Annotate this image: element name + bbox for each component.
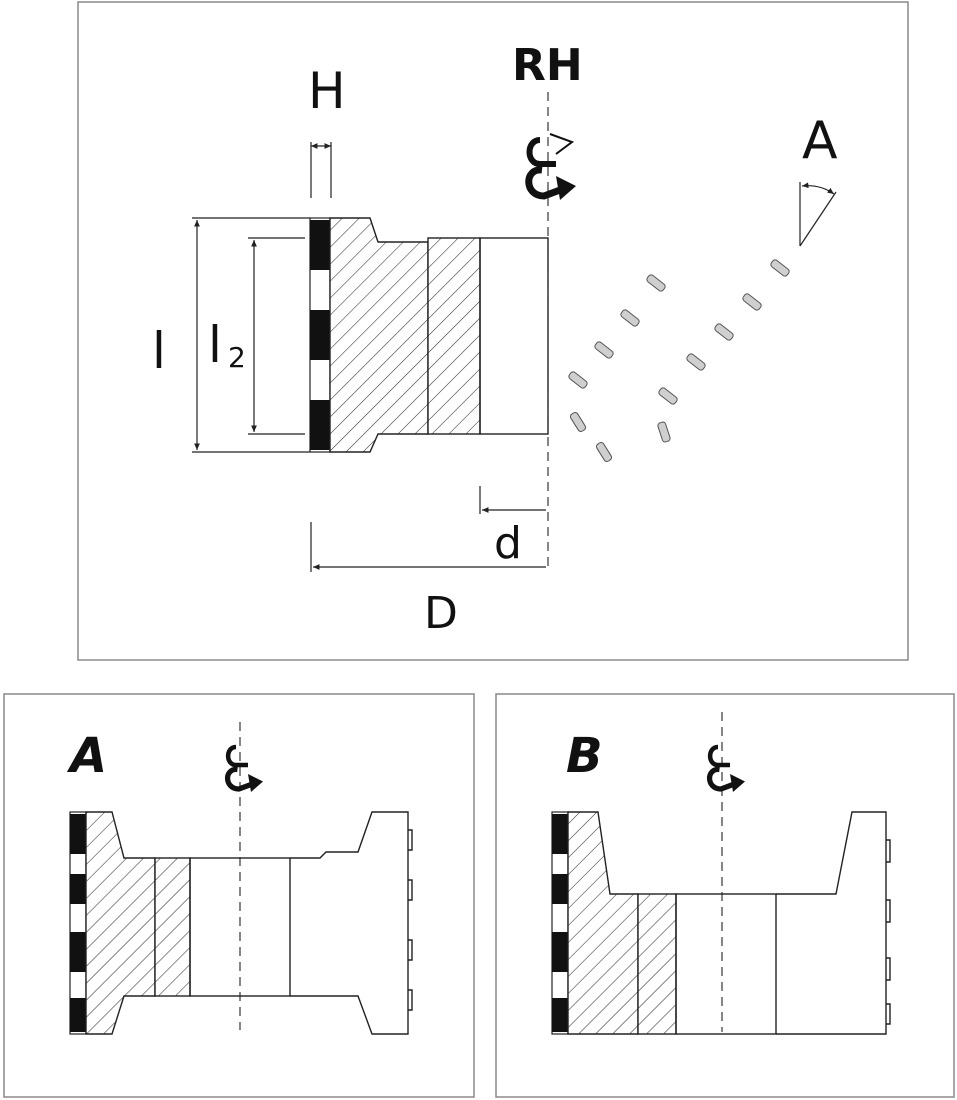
grain	[657, 421, 671, 443]
panel-a-wheel-hub	[154, 857, 191, 997]
grain	[742, 293, 762, 311]
rotation-arrow-icon	[525, 133, 576, 200]
abrasive-grains-left	[568, 274, 666, 462]
dimension-h	[310, 142, 332, 198]
dimension-d-outer	[310, 522, 546, 572]
abrasive-segment	[70, 814, 86, 854]
panel-a-bore	[189, 857, 291, 997]
dimension-d	[479, 486, 546, 514]
grain	[594, 341, 614, 359]
rotation-arrow-icon	[224, 744, 263, 792]
panel-b-flange	[776, 811, 887, 1035]
panel-b: B	[495, 693, 955, 1098]
grain	[620, 309, 640, 327]
dimension-l2	[248, 237, 305, 435]
label-rh: RH	[512, 40, 583, 91]
grain	[646, 274, 666, 292]
panel-a-flange	[290, 811, 409, 1035]
abrasive-grains-right	[657, 259, 790, 443]
label-l2: l 2	[208, 316, 246, 374]
abrasive-segment	[552, 874, 568, 904]
label-h: H	[308, 62, 346, 120]
grain	[569, 412, 587, 432]
main-panel-frame	[77, 1, 909, 661]
panel-b-wheel-hub	[637, 893, 677, 1035]
wheel-hub	[427, 237, 481, 435]
abrasive-segment	[310, 400, 330, 450]
panel-a-flange-teeth	[408, 829, 413, 1011]
grain	[714, 323, 734, 341]
abrasive-segment	[70, 874, 86, 904]
panel-a-title: A	[66, 728, 107, 784]
abrasive-segment	[552, 998, 568, 1032]
abrasive-segment	[70, 932, 86, 972]
wheel-body	[329, 217, 429, 453]
grain	[568, 371, 588, 389]
abrasive-segment	[310, 220, 330, 270]
abrasive-segment	[310, 310, 330, 360]
abrasive-segment	[70, 998, 86, 1032]
dimension-l	[192, 217, 310, 453]
label-d-large: D	[424, 588, 458, 639]
abrasive-segment	[552, 814, 568, 854]
panel-b-title: B	[566, 728, 603, 784]
label-l2-main: l	[208, 316, 222, 374]
grain	[770, 259, 790, 277]
label-a-angle: A	[802, 111, 838, 171]
main-panel: H RH A l l 2 d D	[77, 1, 909, 661]
abrasive-segment	[552, 932, 568, 972]
grain	[658, 387, 678, 405]
grain	[686, 353, 706, 371]
grain	[595, 442, 613, 462]
rotation-arrow-icon	[706, 744, 745, 792]
panel-b-flange-teeth	[886, 839, 891, 1025]
label-d-small: d	[494, 518, 522, 569]
panel-b-bore	[675, 893, 777, 1035]
panel-a: A	[3, 693, 475, 1098]
wheel-cross-section	[309, 217, 549, 453]
angle-indicator	[799, 182, 837, 247]
label-l2-subscript: 2	[228, 341, 246, 374]
label-l: l	[152, 322, 166, 380]
